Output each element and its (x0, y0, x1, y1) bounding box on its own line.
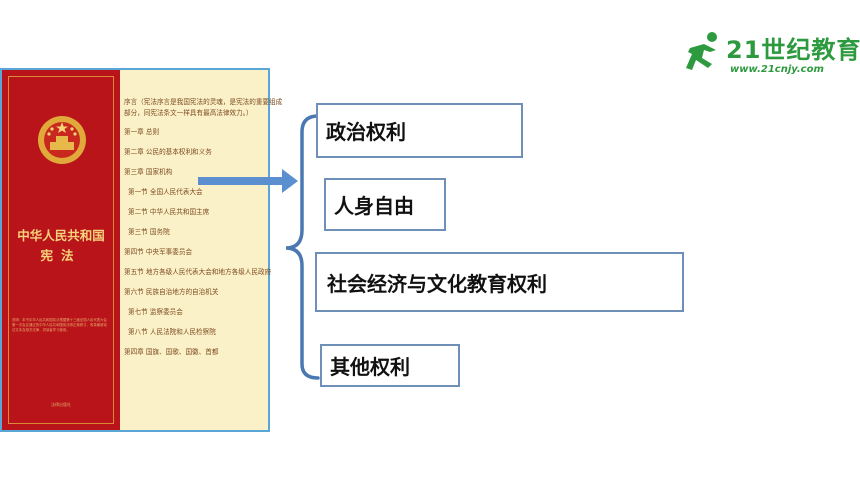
right-box-other: 其他权利 (320, 344, 460, 387)
toc-line: 第二节 中华人民共和国主席 (128, 208, 210, 216)
table-of-contents: 序言（宪法序言是我国宪法的灵魂，是宪法的重要组成 部分，同宪法条文一样具有最高法… (124, 98, 283, 356)
cover-publisher: 法律出版社 (51, 402, 71, 407)
toc-line: 第四章 国旗、国歌、国徽、首都 (124, 348, 219, 356)
arrow-connector (198, 169, 298, 193)
toc-line: 第八节 人民法院和人民检察院 (128, 328, 216, 336)
toc-line: 序言（宪法序言是我国宪法的灵魂，是宪法的重要组成 (124, 98, 283, 106)
toc-line: 第五节 地方各级人民代表大会和地方各级人民政府 (124, 268, 272, 276)
toc-line: 第二章 公民的基本权利和义务 (124, 148, 212, 156)
toc-line: 第四节 中央军事委员会 (124, 248, 193, 256)
cover-title-line1: 中华人民共和国 (17, 228, 105, 243)
toc-line: 第一章 总则 (124, 128, 160, 136)
right-box-social-economic-cultural: 社会经济与文化教育权利 (315, 252, 684, 312)
curly-brace (285, 114, 320, 380)
logo-url-text: www.21cnjy.com (730, 64, 824, 75)
runner-icon (686, 32, 717, 70)
cover-border (8, 76, 114, 424)
toc-line: 第一节 全国人民代表大会 (128, 188, 203, 196)
logo-brand-text: 21世纪教育 (726, 36, 860, 64)
cover-title: 中华人民共和国 宪法 (8, 226, 114, 266)
cover-title-line2: 宪法 (40, 248, 82, 263)
toc-line: 第七节 监察委员会 (128, 308, 183, 316)
right-box-political: 政治权利 (316, 103, 523, 158)
right-box-personal-freedom: 人身自由 (324, 178, 446, 231)
toc-line: 第三节 国务院 (128, 228, 170, 236)
toc-line: 第三章 国家机构 (124, 168, 173, 176)
toc-line: 第六节 民族自治地方的自治机关 (124, 288, 219, 296)
cover-fine-print: 说明：本书中华人民共和国宪法根据第十三届全国人民代表大会第一次会议通过的中华人民… (12, 318, 107, 332)
toc-line: 部分，同宪法条文一样具有最高法律效力。） (124, 109, 253, 117)
national-emblem-icon (38, 116, 86, 164)
logo-21cnjy: 21世纪教育 www.21cnjy.com (682, 26, 860, 82)
